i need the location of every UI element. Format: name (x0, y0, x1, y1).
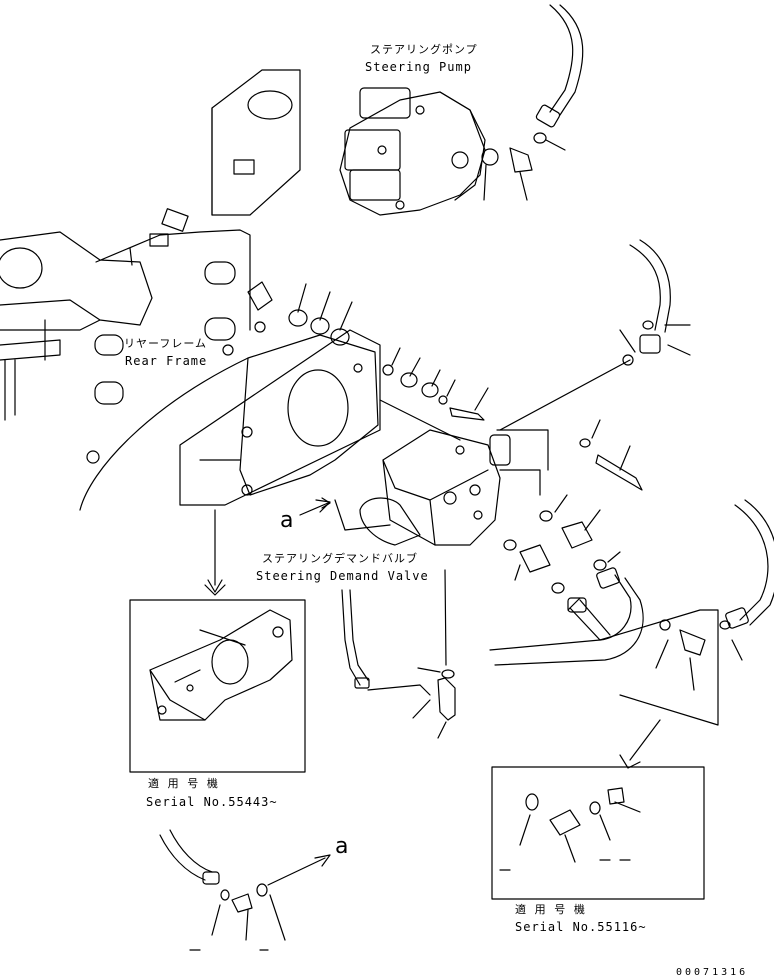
valve-bolts (382, 347, 643, 491)
washer-stack (247, 281, 353, 346)
left-inset-serial-jp: 適 用 号 機 (148, 777, 219, 790)
upper-right-hose (619, 239, 691, 366)
drawing-number: 00071316 (676, 967, 749, 978)
rear-frame-label-en: Rear Frame (125, 354, 208, 368)
rear-frame-label-jp: リヤーフレーム (124, 337, 208, 350)
right-inset-serial-en: Serial No.55116~ (515, 920, 647, 934)
valve-fittings (503, 494, 621, 611)
rear-frame (0, 69, 301, 421)
pump-hose (481, 4, 584, 201)
view-a-ref-label: a (280, 508, 294, 533)
left-inset-serial-en: Serial No.55443~ (146, 795, 278, 809)
steering-pump (339, 87, 486, 216)
demand-valve-label-en: Steering Demand Valve (256, 569, 429, 583)
mounting-bracket (179, 329, 381, 506)
steering-pump-label-en: Steering Pump (365, 60, 472, 74)
leader-lines (79, 357, 631, 531)
right-hose (719, 499, 774, 661)
valve-pilot-line (341, 569, 456, 739)
left-inset (129, 509, 306, 773)
right-inset (491, 719, 705, 900)
detail-a (159, 829, 331, 951)
elbow-subassembly (599, 609, 719, 726)
steering-pump-label-jp: ステアリングポンプ (370, 43, 478, 56)
right-inset-serial-jp: 適 用 号 機 (515, 903, 586, 916)
demand-valve-label-jp: ステアリングデマンドバルブ (262, 552, 418, 565)
valve-hose (489, 567, 644, 666)
view-a-arrow (299, 497, 331, 516)
frame-bushings (86, 261, 266, 464)
view-a-detail-label: a (335, 834, 349, 859)
steering-demand-valve (359, 429, 511, 546)
